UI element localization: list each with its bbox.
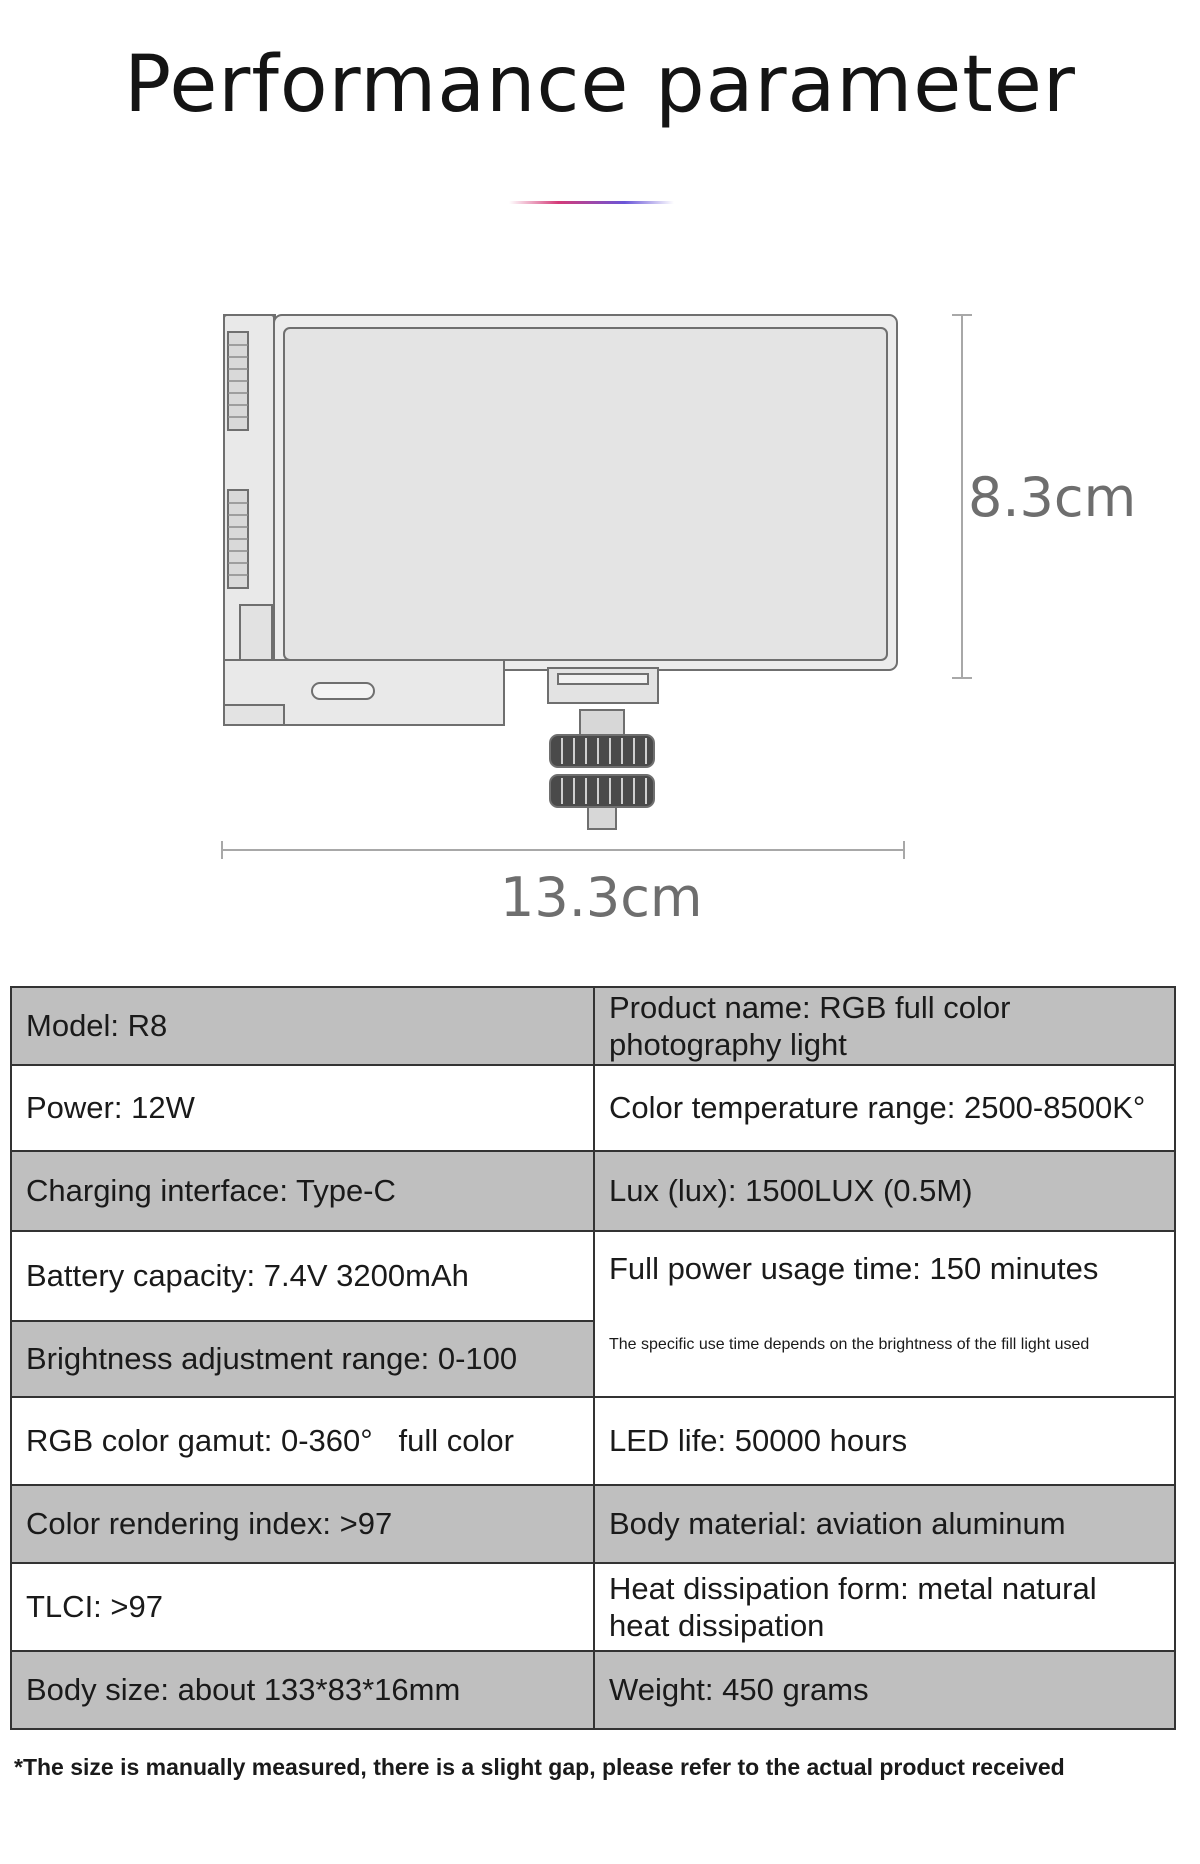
product-illustration	[223, 314, 972, 830]
spec-heat-dissipation: Heat dissipation form: metal natural hea…	[593, 1562, 1176, 1652]
spec-weight: Weight: 450 grams	[593, 1650, 1176, 1730]
spec-body-size: Body size: about 133*83*16mm	[10, 1650, 595, 1730]
table-row: Charging interface: Type-C Lux (lux): 15…	[10, 1150, 1176, 1232]
table-row: Brightness adjustment range: 0-100	[10, 1320, 1175, 1398]
table-row: RGB color gamut: 0-360° full color LED l…	[10, 1396, 1176, 1486]
spec-tlci: TLCI: >97	[10, 1562, 595, 1652]
page-title: Performance parameter	[124, 40, 1076, 130]
table-row: Battery capacity: 7.4V 3200mAh Full powe…	[10, 1230, 1176, 1398]
width-dimension-line	[221, 841, 905, 859]
spec-led-life: LED life: 50000 hours	[593, 1396, 1176, 1486]
footnote: *The size is manually measured, there is…	[14, 1754, 1065, 1780]
height-dimension-label: 8.3cm	[968, 466, 1137, 529]
spec-cri: Color rendering index: >97	[10, 1484, 595, 1564]
spec-model: Model: R8	[10, 986, 595, 1066]
spec-product-name: Product name: RGB full color photography…	[593, 986, 1176, 1066]
spec-body-material: Body material: aviation aluminum	[593, 1484, 1176, 1564]
spec-charging-interface: Charging interface: Type-C	[10, 1150, 595, 1232]
table-row: Body size: about 133*83*16mm Weight: 450…	[10, 1650, 1176, 1730]
spec-color-temperature: Color temperature range: 2500-8500K°	[593, 1064, 1176, 1152]
spec-rgb-gamut: RGB color gamut: 0-360° full color	[10, 1396, 595, 1486]
spec-lux: Lux (lux): 1500LUX (0.5M)	[593, 1150, 1176, 1232]
table-row: Model: R8 Product name: RGB full color p…	[10, 986, 1176, 1066]
spec-usage-time-note: The specific use time depends on the bri…	[609, 1336, 1090, 1354]
spec-usage-time: Full power usage time: 150 minutes	[609, 1251, 1099, 1286]
spec-brightness-range: Brightness adjustment range: 0-100	[10, 1320, 595, 1398]
table-row: TLCI: >97 Heat dissipation form: metal n…	[10, 1562, 1176, 1652]
spec-power: Power: 12W	[10, 1064, 595, 1152]
width-dimension-label: 13.3cm	[500, 866, 703, 929]
spec-table: Model: R8 Product name: RGB full color p…	[10, 986, 1176, 1730]
spec-usage-time-cell: Full power usage time: 150 minutes The s…	[593, 1230, 1176, 1398]
spec-battery-capacity: Battery capacity: 7.4V 3200mAh	[10, 1230, 595, 1322]
table-row: Power: 12W Color temperature range: 2500…	[10, 1064, 1176, 1152]
title-accent-line	[509, 201, 674, 204]
table-row: Color rendering index: >97 Body material…	[10, 1484, 1176, 1564]
